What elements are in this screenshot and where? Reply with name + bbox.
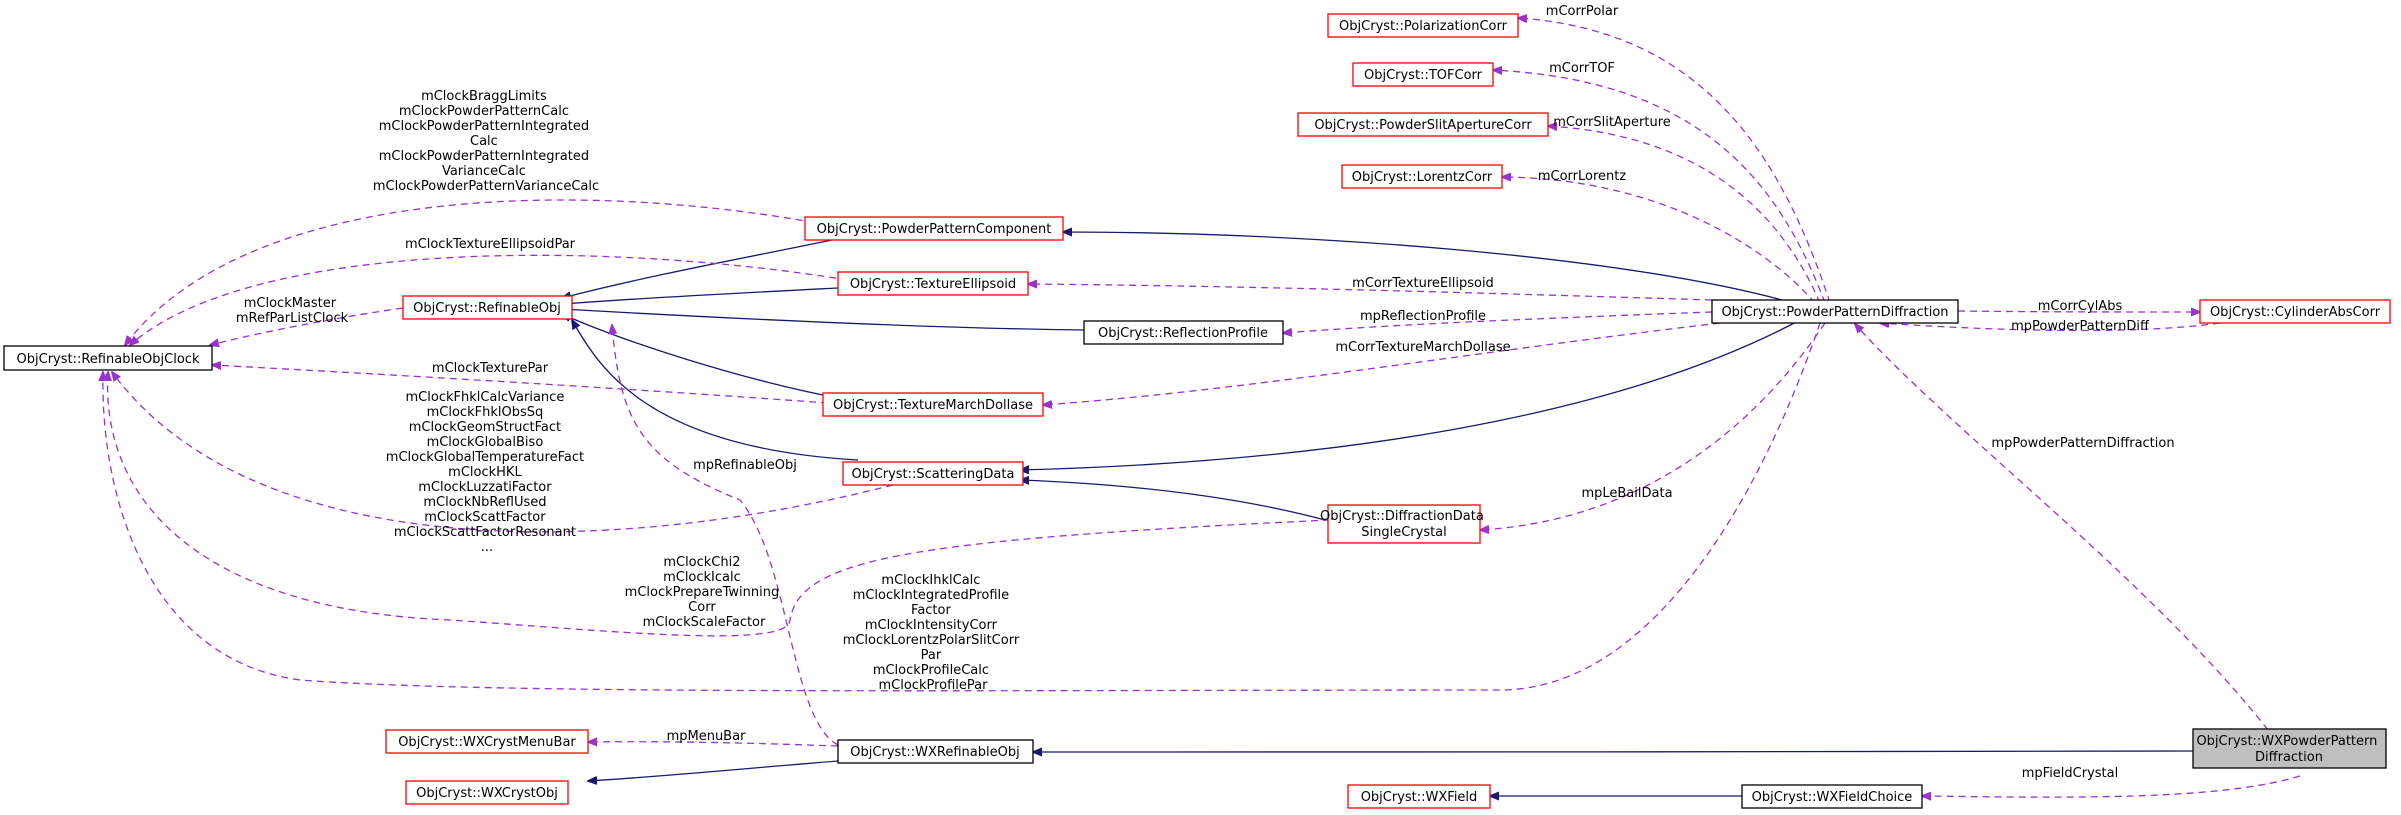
edge-clock-powder xyxy=(103,322,1821,692)
svg-text:ObjCryst::CylinderAbsCorr: ObjCryst::CylinderAbsCorr xyxy=(2210,305,2381,320)
svg-text:ObjCryst::ScatteringData: ObjCryst::ScatteringData xyxy=(852,467,1015,482)
node-wxrefinableobj[interactable]: ObjCryst::WXRefinableObj xyxy=(837,739,1034,764)
label-mcorrlorentz: mCorrLorentz xyxy=(1538,169,1627,184)
svg-text:ObjCryst::WXCrystObj: ObjCryst::WXCrystObj xyxy=(416,786,558,801)
node-cylinderabscorr[interactable]: ObjCryst::CylinderAbsCorr xyxy=(2199,299,2391,324)
label-mcorrtexturemarchdollase: mCorrTextureMarchDollase xyxy=(1335,340,1510,355)
edge-mplebaildata xyxy=(1480,322,1826,530)
edge-clock-ellipsoid xyxy=(130,254,849,345)
label-mplebaildata: mpLeBailData xyxy=(1581,486,1672,501)
svg-text:ObjCryst::PowderSlitApertureCo: ObjCryst::PowderSlitApertureCorr xyxy=(1314,118,1532,133)
edge-mcorrtof xyxy=(1493,70,1826,304)
label-mcorrtextureellipsoid: mCorrTextureEllipsoid xyxy=(1352,276,1494,291)
edge-mcorrlorentz xyxy=(1502,177,1816,304)
edge-mcorrpolar xyxy=(1518,18,1831,304)
svg-text:ObjCryst::LorentzCorr: ObjCryst::LorentzCorr xyxy=(1352,170,1493,185)
node-diffractiondatasinglecrystal[interactable]: ObjCryst::DiffractionData SingleCrystal xyxy=(1320,504,1488,544)
label-mpmenubar: mpMenuBar xyxy=(667,729,746,744)
label-clock-component: mClockBraggLimits mClockPowderPatternCal… xyxy=(373,89,599,194)
label-clock-powder: mClockIhklCalc mClockIntegratedProfile F… xyxy=(843,573,1024,693)
node-texturemarchdollase[interactable]: ObjCryst::TextureMarchDollase xyxy=(822,392,1044,417)
node-reflectionprofile[interactable]: ObjCryst::ReflectionProfile xyxy=(1083,320,1284,345)
edge-mppowderpatterndiffraction xyxy=(1855,324,2269,731)
label-clock-singlecrystal: mClockChi2 mClockIcalc mClockPrepareTwin… xyxy=(625,555,784,630)
label-mppowderpatterndiffraction: mpPowderPatternDiffraction xyxy=(1991,436,2174,451)
svg-text:ObjCryst::TOFCorr: ObjCryst::TOFCorr xyxy=(1364,68,1483,83)
label-mppowderpatterndiff: mpPowderPatternDiff xyxy=(2011,319,2150,334)
label-mprefinableobj: mpRefinableObj xyxy=(693,458,797,473)
edge-labels: mCorrPolar mCorrTOF mCorrSlitAperture mC… xyxy=(236,4,2175,781)
node-polarizationcorr[interactable]: ObjCryst::PolarizationCorr xyxy=(1327,13,1519,38)
svg-text:ObjCryst::WXFieldChoice: ObjCryst::WXFieldChoice xyxy=(1752,790,1913,805)
edge-mpreflectionprofile xyxy=(1283,311,1713,333)
svg-text:ObjCryst::PowderPatternDiffrac: ObjCryst::PowderPatternDiffraction xyxy=(1721,305,1948,320)
node-lorentzcorr[interactable]: ObjCryst::LorentzCorr xyxy=(1341,164,1503,189)
nodes: ObjCryst::PolarizationCorr ObjCryst::TOF… xyxy=(3,13,2391,809)
node-wxcrystmenubar[interactable]: ObjCryst::WXCrystMenuBar xyxy=(385,729,589,754)
label-mpfieldcrystal: mpFieldCrystal xyxy=(2022,766,2118,781)
node-powderpatterndiffraction[interactable]: ObjCryst::PowderPatternDiffraction xyxy=(1711,299,1959,324)
svg-text:ObjCryst::WXCrystMenuBar: ObjCryst::WXCrystMenuBar xyxy=(398,735,576,750)
edge-singlecrystal-to-scatteringdata xyxy=(1020,480,1326,521)
label-mcorrslitaperture: mCorrSlitAperture xyxy=(1553,115,1671,130)
node-textureellipsoid[interactable]: ObjCryst::TextureEllipsoid xyxy=(837,271,1029,296)
edge-reflectionprofile-to-refinableobj xyxy=(562,309,1085,331)
svg-text:ObjCryst::PowderPatternCompone: ObjCryst::PowderPatternComponent xyxy=(817,222,1052,237)
edge-mcorrtexturemarchdollase xyxy=(1043,322,1721,405)
edge-clock-scattering xyxy=(112,372,894,533)
node-wxfieldchoice[interactable]: ObjCryst::WXFieldChoice xyxy=(1741,784,1923,809)
edge-powderpatterndiffraction-to-scatteringdata xyxy=(1020,319,1801,470)
edge-texturemarchdollase-to-refinableobj xyxy=(562,314,849,401)
svg-text:ObjCryst::WXField: ObjCryst::WXField xyxy=(1361,790,1478,805)
edge-powderpatterndiffraction-to-powderpatterncomponent xyxy=(1063,232,1801,306)
label-clock-refinable: mClockMaster mRefParListClock xyxy=(236,296,349,326)
label-mcorrtof: mCorrTOF xyxy=(1549,61,1615,76)
edge-mpmenubar xyxy=(588,742,839,747)
label-clock-scattering: mClockFhklCalcVariance mClockFhklObsSq m… xyxy=(386,390,588,555)
svg-text:ObjCryst::DiffractionData: ObjCryst::DiffractionData SingleCrystal xyxy=(1320,509,1488,540)
edge-clock-component xyxy=(125,199,839,345)
svg-text:ObjCryst::TextureEllipsoid: ObjCryst::TextureEllipsoid xyxy=(850,277,1016,292)
label-clock-march: mClockTexturePar xyxy=(432,361,549,376)
label-mcorrcylabs: mCorrCylAbs xyxy=(2038,299,2123,314)
node-wxcrystobj[interactable]: ObjCryst::WXCrystObj xyxy=(405,780,569,805)
svg-text:ObjCryst::PolarizationCorr: ObjCryst::PolarizationCorr xyxy=(1339,19,1508,34)
svg-text:ObjCryst::WXPowderPattern: ObjCryst::WXPowderPattern Diffraction xyxy=(2196,734,2381,765)
edge-powderpatterncomponent-to-refinableobj xyxy=(562,239,833,298)
node-scatteringdata[interactable]: ObjCryst::ScatteringData xyxy=(842,461,1024,486)
node-powderpatterncomponent[interactable]: ObjCryst::PowderPatternComponent xyxy=(804,216,1064,241)
node-tofcorr[interactable]: ObjCryst::TOFCorr xyxy=(1352,62,1494,87)
svg-text:ObjCryst::RefinableObj: ObjCryst::RefinableObj xyxy=(413,301,561,316)
svg-text:ObjCryst::TextureMarchDollase: ObjCryst::TextureMarchDollase xyxy=(833,398,1033,413)
usage-edges xyxy=(103,18,2301,797)
edge-textureellipsoid-to-refinableobj xyxy=(562,287,839,304)
label-mcorrpolar: mCorrPolar xyxy=(1546,4,1619,19)
node-refinableobj[interactable]: ObjCryst::RefinableObj xyxy=(402,295,573,320)
edge-clock-march xyxy=(212,365,829,404)
edge-wxrefinableobj-to-wxcrystobj xyxy=(588,760,839,781)
label-mpreflectionprofile: mpReflectionProfile xyxy=(1360,309,1486,324)
edge-mcorrtextureellipsoid xyxy=(1028,284,1713,301)
node-refinableobjclock[interactable]: ObjCryst::RefinableObjClock xyxy=(3,345,213,371)
edge-mcorrslitaperture xyxy=(1548,126,1821,304)
inheritance-edges xyxy=(562,232,2194,796)
svg-text:ObjCryst::WXRefinableObj: ObjCryst::WXRefinableObj xyxy=(850,745,1019,760)
node-wxfield[interactable]: ObjCryst::WXField xyxy=(1347,784,1491,809)
edge-mppowderpatterndiff xyxy=(1880,323,2221,332)
edge-clock-refinable xyxy=(210,307,404,345)
edge-mpfieldcrystal xyxy=(1922,775,2301,797)
edge-mcorrcylabs xyxy=(1957,311,2200,312)
node-powderslitaperturecorr[interactable]: ObjCryst::PowderSlitApertureCorr xyxy=(1297,112,1549,137)
edge-wxpowderpatterndiffraction-to-wxrefinableobj xyxy=(1033,751,2194,752)
node-wxpowderpatterndiffraction[interactable]: ObjCryst::WXPowderPattern Diffraction xyxy=(2192,728,2387,769)
svg-text:ObjCryst::ReflectionProfile: ObjCryst::ReflectionProfile xyxy=(1098,326,1268,341)
edge-scatteringdata-to-refinableobj xyxy=(572,320,859,461)
svg-text:ObjCryst::RefinableObjClock: ObjCryst::RefinableObjClock xyxy=(17,352,200,367)
edge-mprefinableobj xyxy=(612,325,839,746)
label-clock-ellipsoid: mClockTextureEllipsoidPar xyxy=(405,237,576,252)
